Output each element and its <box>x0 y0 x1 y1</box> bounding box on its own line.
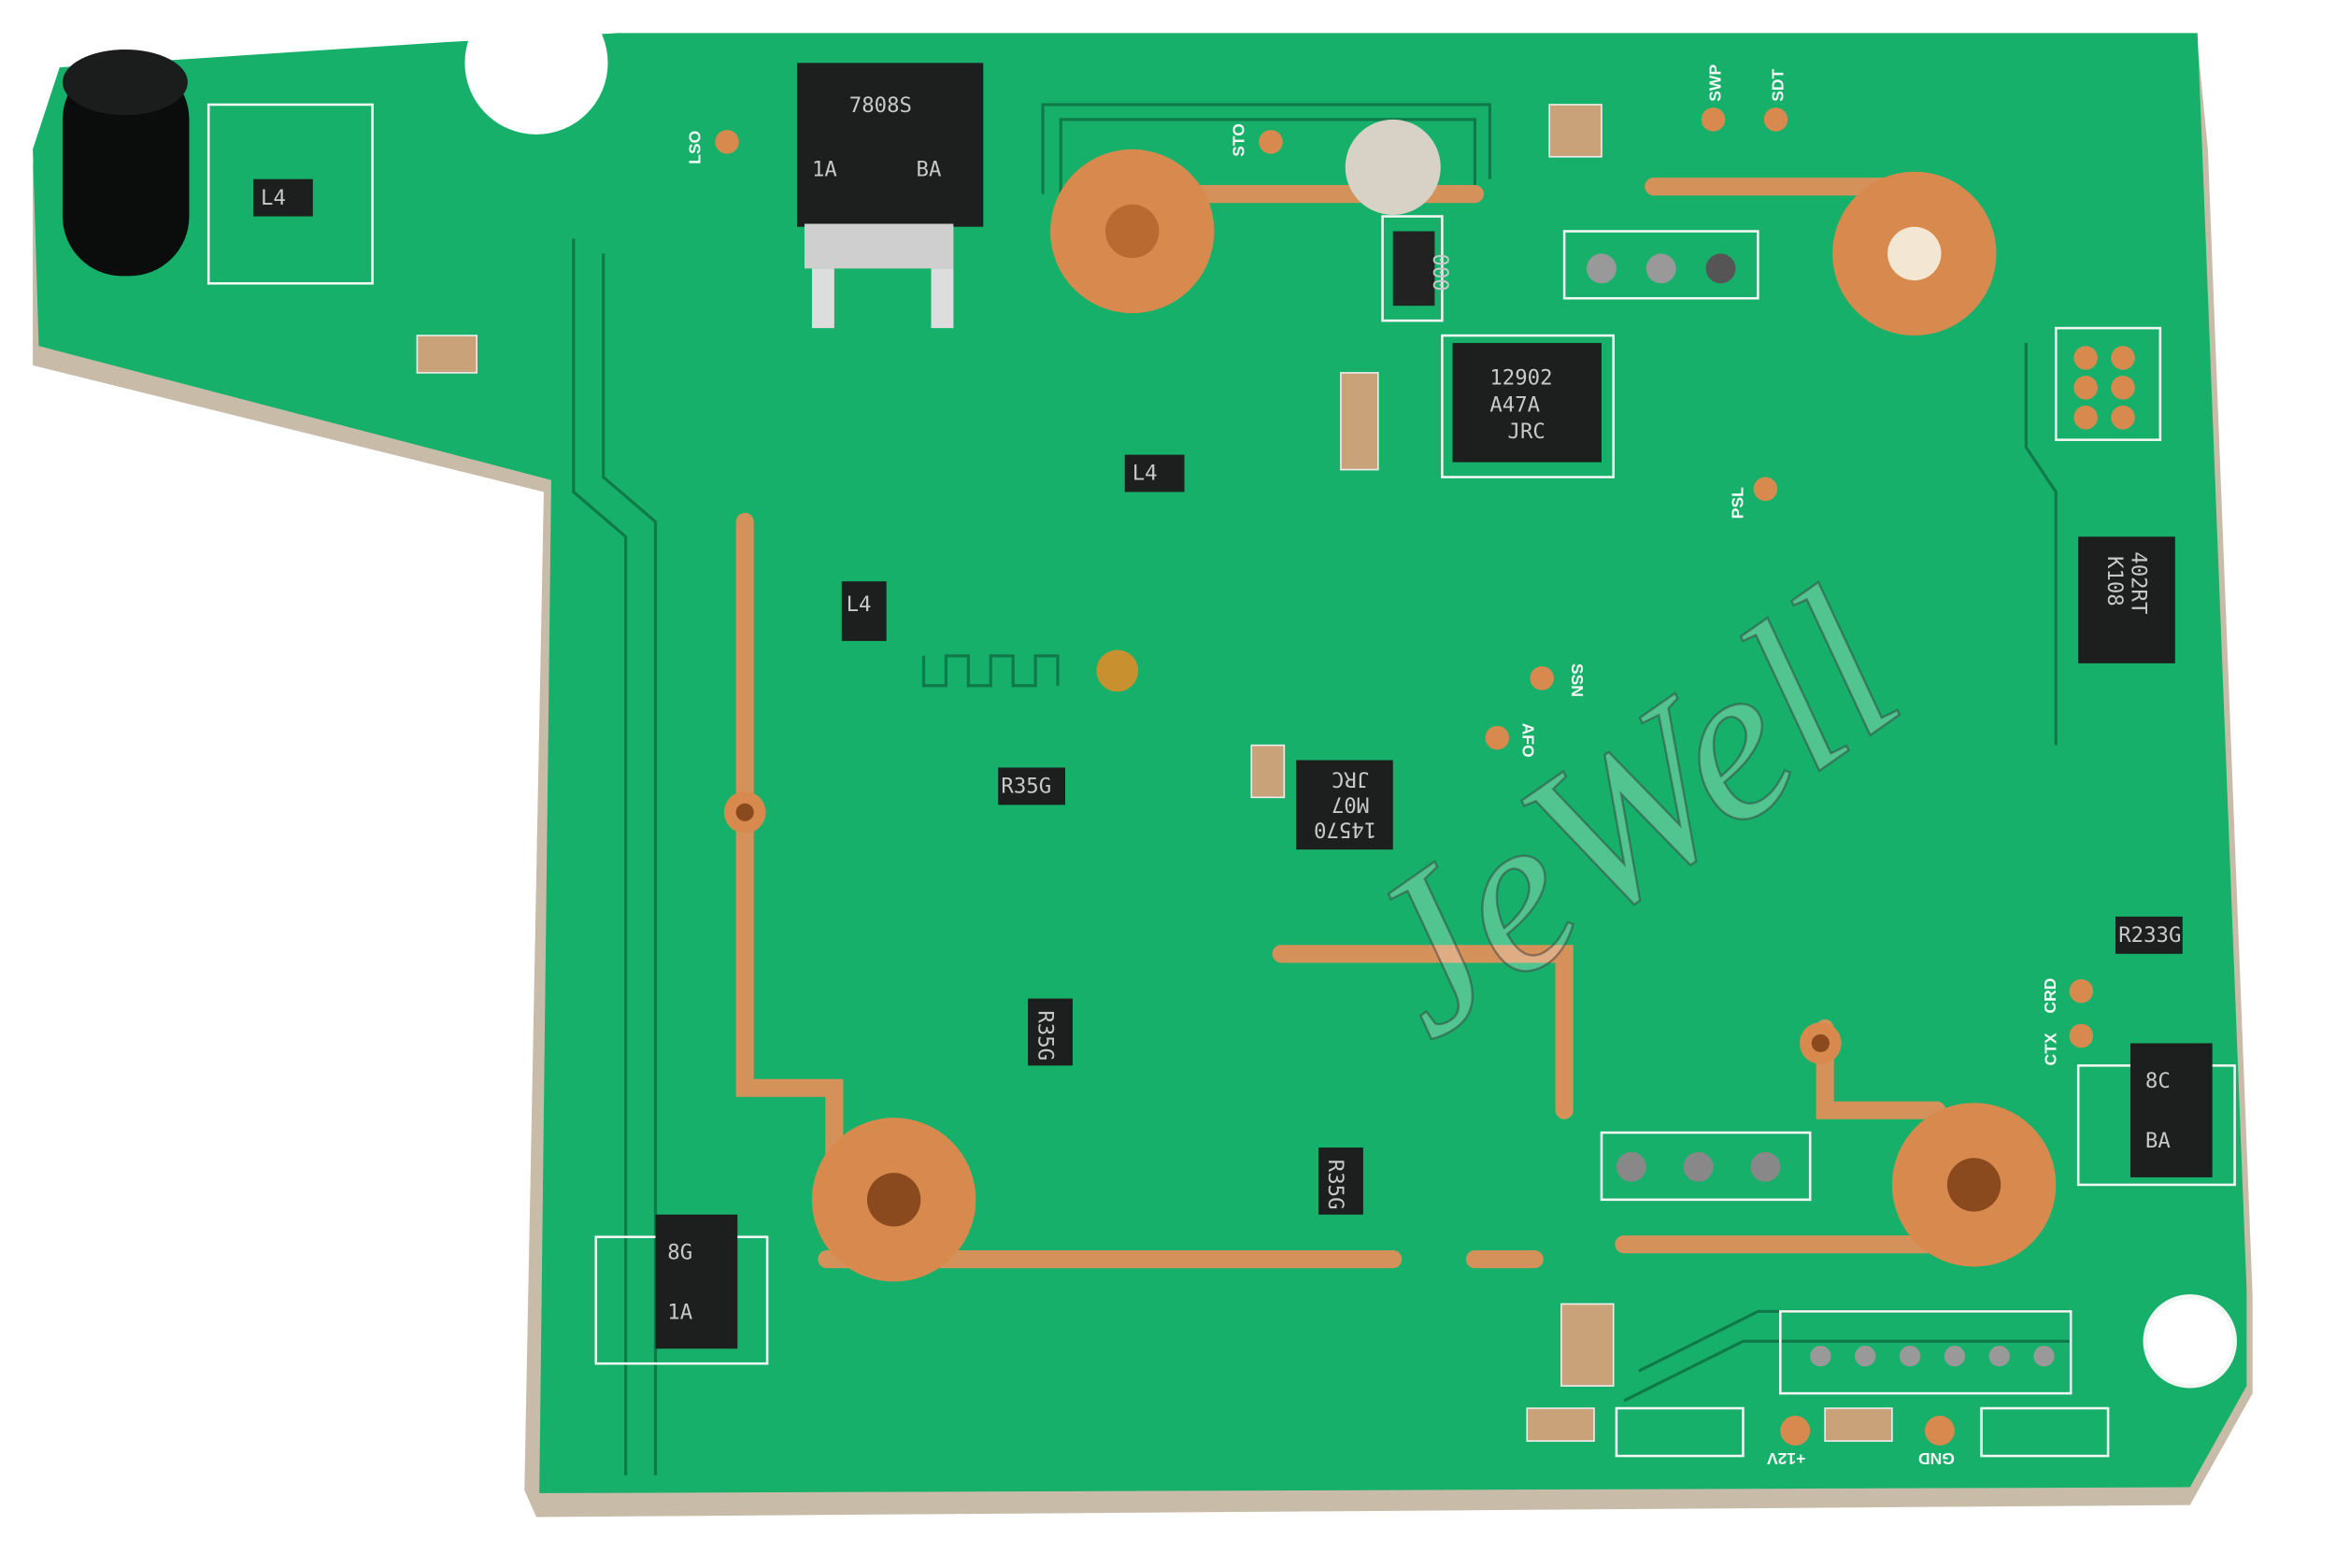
jrc-small-marking-3: JRC <box>1332 766 1369 791</box>
jrc-small-marking-1: 14570 <box>1314 817 1376 841</box>
r35g-marking-b: R35G <box>1033 1010 1057 1061</box>
diode-8c-marking-2: BA <box>2145 1129 2171 1153</box>
test-points <box>715 107 2094 1446</box>
silkscreen-labels: LSO STO SWP SDT PSL SSN AFO CRD CTX +12V… <box>685 64 2059 1468</box>
chip-000: 000 <box>1381 215 1452 322</box>
label-ssn: SSN <box>1568 663 1587 697</box>
jrc-main-marking-1: 12902 <box>1489 366 1552 391</box>
board-notch <box>464 0 608 135</box>
regulator-marking-1: 7808S <box>849 93 912 118</box>
electrolytic-capacitor <box>62 49 190 277</box>
label-afo: AFO <box>1518 723 1537 758</box>
r233g-marking: R233G <box>2118 923 2181 948</box>
regulator-marking-2a: 1A <box>812 157 837 181</box>
diode-8c: 8C BA <box>2076 1043 2236 1187</box>
regulator-marking-2b: BA <box>917 157 942 181</box>
chip-000-marking: 000 <box>1428 253 1452 291</box>
label-psl: PSL <box>1728 487 1746 519</box>
label-swp: SWP <box>1706 64 1725 102</box>
label-sdt: SDT <box>1768 68 1787 101</box>
label-gnd: GND <box>1918 1449 1955 1468</box>
label-crd: CRD <box>2041 978 2059 1014</box>
sot-transistors: L4 L4 L4 R35G R35G R35G R233G <box>207 103 2183 1215</box>
voltage-regulator: 7808S 1A BA <box>796 63 984 329</box>
label-lso: LSO <box>685 131 704 164</box>
st-marking-1: 402RT <box>2127 551 2151 614</box>
label-ctx: CTX <box>2041 1033 2059 1065</box>
jrc-ic-12902: 12902 A47A JRC <box>1441 334 1615 478</box>
smd-passives <box>416 104 2162 1458</box>
mounting-holes <box>723 119 2237 1389</box>
jrc-ic-14570: 14570 M07 JRC <box>1296 760 1393 850</box>
diode-8g-marking-1: 8G <box>667 1241 692 1265</box>
st-marking-2: K108 <box>2102 556 2127 606</box>
label-sto: STO <box>1229 123 1247 157</box>
jrc-main-marking-3: JRC <box>1508 420 1545 444</box>
r35g-marking-c: R35G <box>1323 1160 1347 1210</box>
r35g-marking-a: R35G <box>1001 775 1051 799</box>
l4-marking-c: L4 <box>847 592 872 617</box>
jrc-main-marking-2: A47A <box>1489 392 1540 417</box>
diode-8g-marking-2: 1A <box>667 1300 692 1324</box>
label-12v: +12V <box>1767 1449 1806 1468</box>
l4-marking-b: L4 <box>1132 462 1158 486</box>
l4-marking-a: L4 <box>261 186 286 210</box>
st-ic: 402RT K108 <box>2078 536 2175 663</box>
jrc-small-marking-2: M07 <box>1332 791 1369 816</box>
diode-8c-marking-1: 8C <box>2145 1069 2171 1093</box>
board-surface <box>33 33 2247 1493</box>
diode-8g: 8G 1A <box>594 1214 769 1365</box>
